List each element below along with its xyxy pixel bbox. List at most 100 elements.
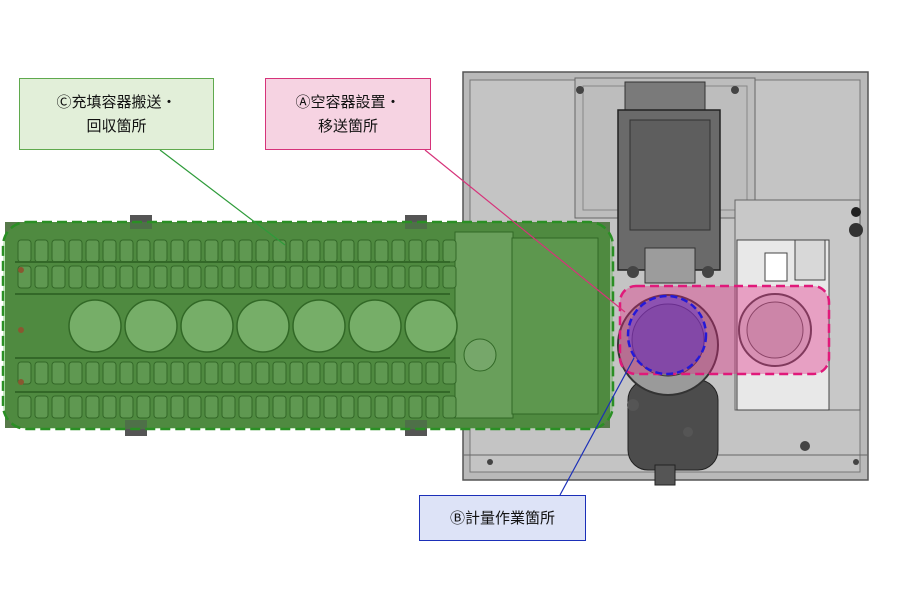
container-circle (68, 299, 122, 353)
rail-block (17, 395, 32, 419)
rail-block (119, 265, 134, 289)
container-circle (404, 299, 458, 353)
rail-block (357, 395, 372, 419)
rail-block (272, 265, 287, 289)
region-c-highlight (1, 220, 615, 431)
callout-c-line2: 回収箇所 (86, 117, 147, 135)
rail-block (306, 361, 321, 385)
callout-c: Ⓒ充填容器搬送・ 回収箇所 (19, 78, 214, 150)
rail-block (289, 361, 304, 385)
rail-block (204, 361, 219, 385)
rail-block (170, 395, 185, 419)
rail-block (289, 395, 304, 419)
rail-block (153, 361, 168, 385)
rail-block (238, 265, 253, 289)
rail-block (170, 361, 185, 385)
rail-block (238, 361, 253, 385)
rail-block (323, 395, 338, 419)
rail-block (119, 395, 134, 419)
rail-block (357, 265, 372, 289)
rail-block (17, 361, 32, 385)
rail-block (136, 265, 151, 289)
container-circle (348, 299, 402, 353)
rail-block (187, 265, 202, 289)
container-circle (124, 299, 178, 353)
rail-block (170, 265, 185, 289)
rail-block (68, 361, 83, 385)
rail-block (272, 395, 287, 419)
rail-block (34, 265, 49, 289)
rail-block (340, 361, 355, 385)
weighing-station (617, 294, 719, 396)
rail-block (425, 361, 440, 385)
rail-block (374, 395, 389, 419)
rail-block (272, 361, 287, 385)
rail-block (51, 361, 66, 385)
rail-block (357, 361, 372, 385)
callout-a-line2: 移送箇所 (317, 117, 378, 135)
rail-block (85, 395, 100, 419)
rail-block (442, 395, 457, 419)
rail-block (306, 395, 321, 419)
rail-block (289, 265, 304, 289)
rail-block (374, 361, 389, 385)
rail-block (442, 361, 457, 385)
rail-block (221, 395, 236, 419)
rail-block (153, 265, 168, 289)
rail-block (102, 265, 117, 289)
callout-a: Ⓐ空容器設置・ 移送箇所 (265, 78, 431, 150)
rail-block (255, 361, 270, 385)
leader-line-a (424, 149, 626, 313)
rail-block (204, 395, 219, 419)
rail-block (391, 361, 406, 385)
conveyor (5, 215, 610, 436)
rail-block (68, 265, 83, 289)
rail-block (34, 395, 49, 419)
rail-block (136, 361, 151, 385)
callout-b: Ⓑ計量作業箇所 (419, 495, 586, 541)
rail-block (102, 361, 117, 385)
rail-block (153, 395, 168, 419)
rail-block (68, 395, 83, 419)
rail-block (442, 265, 457, 289)
rail-block (51, 265, 66, 289)
rail-block (425, 265, 440, 289)
rail-block (221, 361, 236, 385)
rail-block (340, 265, 355, 289)
rail-block (187, 395, 202, 419)
rail-block (34, 361, 49, 385)
rail-block (306, 265, 321, 289)
rail-block (391, 265, 406, 289)
rail-block (51, 395, 66, 419)
empty-container-station (736, 239, 830, 411)
rail-block (136, 395, 151, 419)
container-circle (292, 299, 346, 353)
rail-block (408, 265, 423, 289)
region-b-highlight (626, 294, 708, 376)
rail-block (119, 361, 134, 385)
rail-block (187, 361, 202, 385)
rail-block (85, 265, 100, 289)
container-circle (236, 299, 290, 353)
leader-line-b (559, 357, 635, 496)
rail-block (255, 265, 270, 289)
rail-block (425, 395, 440, 419)
callout-c-line1: Ⓒ充填容器搬送・ (56, 93, 177, 111)
rail-block (238, 395, 253, 419)
callout-a-line1: Ⓐ空容器設置・ (295, 93, 401, 111)
callout-b-line1: Ⓑ計量作業箇所 (449, 509, 555, 527)
container-circle (180, 299, 234, 353)
rail-block (255, 395, 270, 419)
rail-block (221, 265, 236, 289)
rail-block (374, 265, 389, 289)
region-a-highlight (618, 284, 831, 376)
rail-block (408, 395, 423, 419)
carriage-tower (617, 81, 721, 486)
rail-block (204, 265, 219, 289)
rail-block (340, 395, 355, 419)
rail-block (85, 361, 100, 385)
rail-block (323, 265, 338, 289)
rail-block (102, 395, 117, 419)
rail-block (323, 361, 338, 385)
leader-line-c (159, 149, 286, 246)
